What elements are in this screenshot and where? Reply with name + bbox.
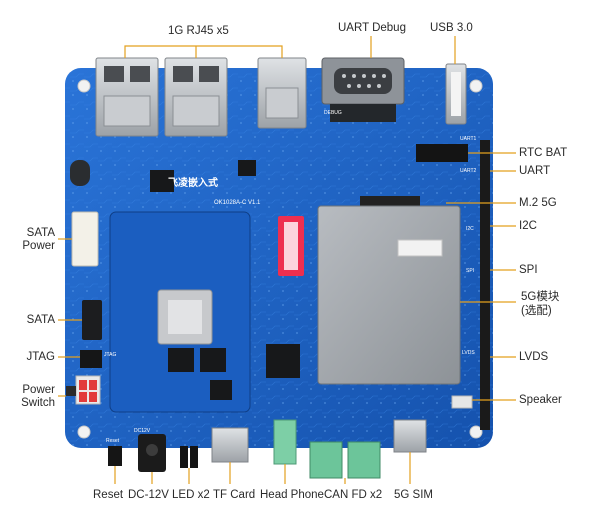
rj45-ports (95, 57, 307, 137)
ram-chip-1 (168, 348, 194, 372)
rtc-battery-holder (416, 144, 468, 162)
headphone-jack (273, 419, 297, 465)
silkscreen: 飞凌嵌入式 OK1028A-C V1.1 DEBUG UART1 UART2 I… (104, 110, 477, 444)
mount-hole-br (469, 425, 483, 439)
mount-hole-tr (469, 79, 483, 93)
label-tf-card: TF Card (213, 489, 256, 501)
can-fd-terminal-2 (347, 441, 381, 479)
label-sata: SATA (26, 314, 55, 326)
silk-debug: DEBUG (324, 110, 342, 116)
emmc-chip (266, 344, 300, 378)
core-area (109, 160, 304, 413)
power-switch-key-4 (89, 392, 97, 402)
silk-jtag: JTAG (104, 352, 117, 358)
sata-power-connector (71, 211, 99, 267)
label-head-phone: Head Phone (260, 489, 324, 501)
label-can-fd: CAN FD x2 (324, 489, 383, 501)
label-reset: Reset (93, 489, 124, 501)
power-switch-key-2 (89, 380, 97, 390)
label-5g-sim: 5G SIM (394, 489, 433, 501)
sim-card-slot (393, 419, 427, 453)
leader-rj45 (124, 45, 283, 58)
label-speaker: Speaker (519, 394, 562, 406)
cpu-die (168, 300, 202, 334)
silk-reset: Reset (106, 438, 120, 444)
led-1 (180, 446, 188, 468)
ic-chip-2 (238, 160, 256, 176)
ic-chip-1 (150, 170, 174, 192)
label-5g-module-line1: 5G模块 (521, 291, 560, 303)
label-uart: UART (519, 165, 551, 177)
jtag-header (80, 350, 102, 368)
label-spi: SPI (519, 264, 538, 276)
silk-uart1: UART1 (460, 136, 477, 142)
ram-chip-2 (200, 348, 226, 372)
sata-connector (82, 300, 102, 340)
right-pin-header (480, 140, 490, 430)
leader-lines (58, 36, 516, 484)
power-switch-key-1 (79, 380, 87, 390)
label-i2c: I2C (519, 220, 537, 232)
usb3-connector (445, 63, 467, 125)
can-fd-terminal-1 (309, 441, 343, 479)
label-led: LED x2 (172, 489, 210, 501)
label-rj45: 1G RJ45 x5 (168, 25, 229, 37)
tf-card-slot (211, 427, 249, 463)
label-m2-5g: M.2 5G (519, 197, 557, 209)
silk-brand: 飞凌嵌入式 (168, 176, 218, 189)
mount-hole-bl (77, 425, 91, 439)
power-switch-key-3 (79, 392, 87, 402)
dip-switch-levers (284, 222, 298, 270)
label-jtag: JTAG (26, 351, 55, 363)
label-power-switch-line1: Power (22, 384, 55, 396)
silk-dc12v: DC12V (134, 428, 151, 434)
label-dc12v: DC-12V (128, 489, 169, 501)
capacitor (70, 160, 90, 186)
silk-uart2: UART2 (460, 168, 477, 174)
rj45-port-2 (164, 57, 228, 137)
label-5g-module-line2: (选配) (521, 305, 552, 317)
label-usb3: USB 3.0 (430, 22, 473, 34)
right-area (317, 140, 490, 430)
silk-lvds: LVDS (462, 350, 475, 356)
power-switch-lever (66, 386, 76, 396)
label-sata-power-line1: SATA (26, 227, 55, 239)
silk-i2c: I2C (466, 226, 474, 232)
silk-spi: SPI (466, 268, 474, 274)
rj45-port-3 (257, 57, 307, 129)
reset-button (108, 446, 122, 466)
label-power-switch-line2: Switch (21, 397, 55, 409)
label-rtc-bat: RTC BAT (519, 147, 568, 159)
bottom-connectors (108, 419, 427, 479)
label-sata-power-line2: Power (22, 240, 55, 252)
speaker-connector (451, 395, 473, 409)
uart-debug-connector (321, 57, 405, 122)
led-2 (190, 446, 198, 468)
label-lvds: LVDS (519, 351, 549, 363)
label-uart-debug: UART Debug (338, 22, 406, 34)
module-5g-sticker (397, 239, 443, 257)
module-5g (317, 205, 461, 385)
rj45-port-1 (95, 57, 159, 137)
dc12v-jack-hole (146, 444, 158, 456)
ic-chip-3 (210, 380, 232, 400)
silk-model: OK1028A-C V1.1 (214, 200, 261, 206)
mount-hole-tl (77, 79, 91, 93)
